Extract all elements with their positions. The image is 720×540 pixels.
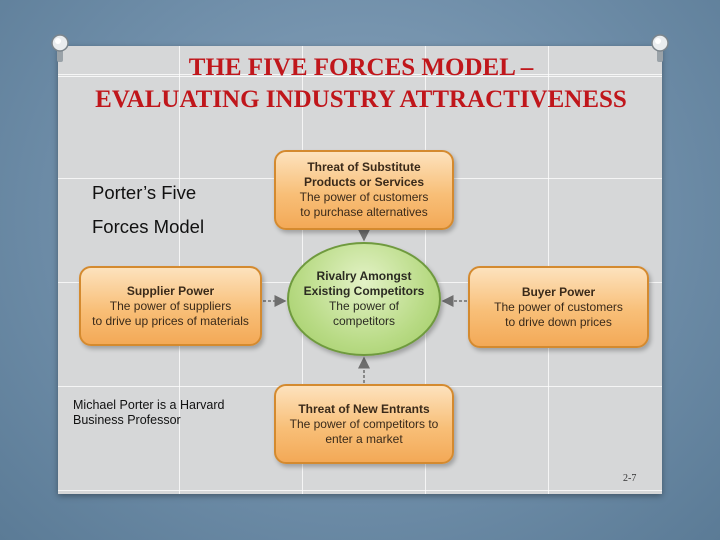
pushpin-icon bbox=[51, 34, 69, 62]
slide-title-line-1: THE FIVE FORCES MODEL – bbox=[188, 54, 534, 81]
force-title: Threat of New Entrants bbox=[298, 401, 430, 416]
slide-title-line-2: EVALUATING INDUSTRY ATTRACTIVENESS bbox=[95, 86, 627, 113]
footnote: Michael Porter is a Harvard Business Pro… bbox=[73, 398, 225, 427]
pushpin-icon bbox=[651, 34, 669, 62]
force-desc-line-1: The power of competitors to bbox=[289, 416, 439, 431]
page-number: 2-7 bbox=[623, 473, 637, 484]
force-box-supplier-power: Supplier Power The power of suppliers to… bbox=[79, 266, 262, 346]
force-desc-line-2: to drive down prices bbox=[505, 314, 612, 329]
model-label-line-1: Porter’s Five bbox=[92, 182, 197, 203]
force-center-rivalry: Rivalry Amongst Existing Competitors The… bbox=[287, 242, 441, 356]
force-desc-line-2: to drive up prices of materials bbox=[92, 313, 249, 328]
center-desc-line-1: The power of bbox=[328, 299, 400, 313]
center-desc-line-2: competitors bbox=[332, 314, 396, 328]
slide-divider bbox=[58, 76, 662, 77]
force-title: Buyer Power bbox=[521, 284, 596, 299]
center-title-line-2: Existing Competitors bbox=[303, 284, 425, 298]
force-box-buyer-power: Buyer Power The power of customers to dr… bbox=[468, 266, 649, 348]
model-label: Porter’s Five Forces Model bbox=[92, 176, 204, 244]
force-box-new-entrants: Threat of New Entrants The power of comp… bbox=[274, 384, 454, 464]
force-box-substitutes: Threat of Substitute Products or Service… bbox=[274, 150, 454, 230]
force-desc-line-1: The power of customers bbox=[299, 190, 429, 204]
model-label-line-2: Forces Model bbox=[92, 216, 205, 237]
slide-title: THE FIVE FORCES MODEL – EVALUATING INDUS… bbox=[62, 52, 660, 116]
force-desc-line-1: The power of customers bbox=[494, 299, 623, 314]
center-title-line-1: Rivalry Amongst bbox=[316, 269, 412, 283]
force-desc-line-2: enter a market bbox=[325, 431, 403, 446]
force-title: Supplier Power bbox=[126, 283, 215, 298]
force-title-line-2: Products or Services bbox=[303, 175, 425, 189]
force-desc-line-2: to purchase alternatives bbox=[300, 205, 428, 219]
force-title-line-1: Threat of Substitute bbox=[307, 160, 421, 174]
force-desc-line-1: The power of suppliers bbox=[109, 298, 232, 313]
